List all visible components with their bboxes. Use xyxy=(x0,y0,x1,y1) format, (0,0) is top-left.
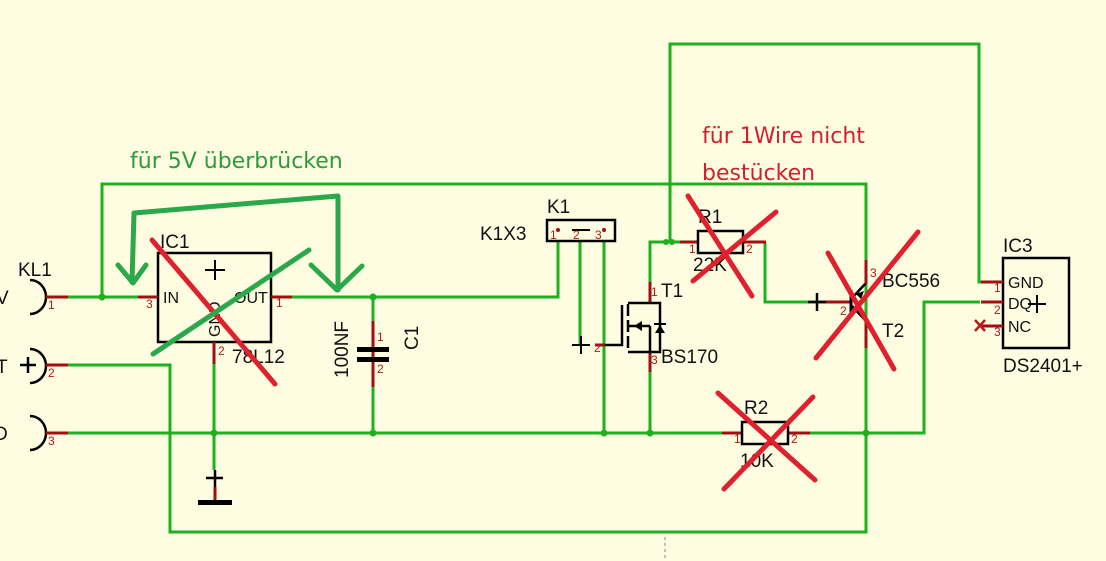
wires xyxy=(66,42,984,534)
junction xyxy=(663,239,669,245)
k1-value: K1X3 xyxy=(480,224,526,245)
component-r1[interactable]: R1 1 2 22K xyxy=(680,193,779,299)
wire-t1-drain[interactable] xyxy=(648,240,690,285)
c1-value: 100NF xyxy=(332,321,353,378)
no-connect-icon xyxy=(974,319,986,332)
diode-icon xyxy=(655,325,665,333)
kl1-name: KL1 xyxy=(18,260,52,281)
kl1-pin2-label: T xyxy=(0,357,8,378)
junction xyxy=(369,429,377,437)
terminal-clamp-icon xyxy=(29,414,48,452)
strike-through-mark xyxy=(685,193,755,299)
ground-icon xyxy=(198,500,232,505)
ic1-pin-out-number: 1 xyxy=(276,296,283,310)
wire-r1-t2[interactable] xyxy=(763,242,820,304)
component-c1[interactable]: 1 2 100NF C1 xyxy=(332,321,423,387)
omit-note-line2: bestücken xyxy=(702,161,815,186)
strike-through-mark xyxy=(690,209,779,284)
junction xyxy=(862,429,870,437)
strike-through-mark xyxy=(721,394,816,492)
t2-pin2-number: 2 xyxy=(840,304,847,318)
wire-top-loop[interactable] xyxy=(66,182,868,534)
component-ic3[interactable]: IC3 GND DQ NC 1 2 3 DS2401+ xyxy=(974,236,1083,377)
capacitor-plate xyxy=(357,357,389,362)
t2-name: T2 xyxy=(882,321,904,342)
r2-pin1-number: 1 xyxy=(734,432,741,446)
ic3-pin3-number: 3 xyxy=(994,325,1001,339)
ground-symbol xyxy=(198,470,232,505)
ic1-pin-in-label: IN xyxy=(163,290,179,307)
ic3-pin1-number: 1 xyxy=(994,281,1001,295)
r1-pin2-number: 2 xyxy=(746,242,753,256)
junction xyxy=(210,429,218,437)
junction xyxy=(669,239,675,245)
t2-pin3-number: 3 xyxy=(870,266,877,280)
junction xyxy=(600,429,608,437)
junctions xyxy=(98,239,870,437)
component-t1[interactable]: 1 2 3 T1 BS170 xyxy=(572,281,718,372)
wire-vout[interactable] xyxy=(292,240,560,299)
bjt-arrow-icon xyxy=(856,291,864,299)
k1-pin1-number: 1 xyxy=(550,228,557,242)
terminal-kl1[interactable]: KL1 V 1 T 2 D 3 xyxy=(0,260,68,452)
arrow-down-icon xyxy=(115,262,149,286)
terminal-clamp-icon xyxy=(29,278,48,316)
component-r2[interactable]: R2 1 2 10K xyxy=(715,390,818,492)
ic1-pin-gnd-number: 2 xyxy=(218,344,225,358)
k1-body xyxy=(545,218,617,243)
pin-dot xyxy=(602,228,606,232)
bridge-annotation: für 5V überbrücken xyxy=(115,149,365,357)
bridge-arrow-line xyxy=(129,193,341,293)
capacitor-plate xyxy=(357,347,389,352)
k1-pin3-number: 3 xyxy=(595,228,602,242)
kl1-pin3-number: 3 xyxy=(48,434,55,448)
ic3-pin3-label: NC xyxy=(1008,319,1031,336)
junction xyxy=(646,429,654,437)
kl1-pin3-label: D xyxy=(0,424,8,445)
kl1-pin1-label: V xyxy=(0,288,9,309)
strike-through-mark xyxy=(813,229,921,361)
omit-annotation: für 1Wire nicht bestücken xyxy=(702,124,865,186)
r2-pin2-number: 2 xyxy=(791,432,798,446)
ic1-pin-in-number: 3 xyxy=(146,297,153,311)
component-k1[interactable]: K1 K1X3 1 2 3 xyxy=(480,197,617,245)
ic3-name: IC3 xyxy=(1003,236,1033,257)
component-t2[interactable]: 3 2 BC556 T2 xyxy=(808,229,940,372)
ic3-pin2-number: 2 xyxy=(994,303,1001,317)
k1-name: K1 xyxy=(547,197,570,218)
t1-name: T1 xyxy=(661,281,683,302)
kl1-pin2-number: 2 xyxy=(48,366,55,380)
wire-top-ic3-gnd[interactable] xyxy=(668,42,984,284)
mosfet-gate xyxy=(605,305,624,347)
ic3-pin1-label: GND xyxy=(1008,275,1044,292)
strike-through-mark xyxy=(715,390,818,483)
junction xyxy=(98,293,106,301)
r1-pin1-number: 1 xyxy=(689,242,696,256)
t1-pin3-number: 3 xyxy=(651,353,658,367)
component-ic1[interactable]: IC1 3 1 2 IN OUT GND 78L12 xyxy=(138,232,292,387)
ic1-name: IC1 xyxy=(160,232,190,253)
ic3-value: DS2401+ xyxy=(1003,356,1083,377)
k1-pin2-number: 2 xyxy=(573,228,580,242)
r2-name: R2 xyxy=(744,398,768,419)
mosfet-arrow-icon xyxy=(634,321,642,331)
ic3-pin2-label: DQ xyxy=(1008,296,1032,313)
bridge-slash-mark xyxy=(150,247,312,357)
pin-dot xyxy=(556,228,560,232)
omit-note-line1: für 1Wire nicht xyxy=(702,124,865,149)
t1-pin2-number: 2 xyxy=(594,341,601,355)
mosfet-drain-source xyxy=(628,301,662,354)
c1-pin2-number: 2 xyxy=(377,362,384,376)
t1-value: BS170 xyxy=(661,347,718,368)
kl1-pin1-number: 1 xyxy=(48,298,55,312)
bridge-note-text: für 5V überbrücken xyxy=(130,149,343,174)
t1-pin1-number: 1 xyxy=(651,285,658,299)
c1-name: C1 xyxy=(402,326,423,350)
strike-through-mark xyxy=(825,250,897,372)
t2-value: BC556 xyxy=(882,271,940,292)
arrow-down-icon xyxy=(308,262,365,293)
junction xyxy=(369,293,377,301)
c1-pin1-number: 1 xyxy=(377,330,384,344)
